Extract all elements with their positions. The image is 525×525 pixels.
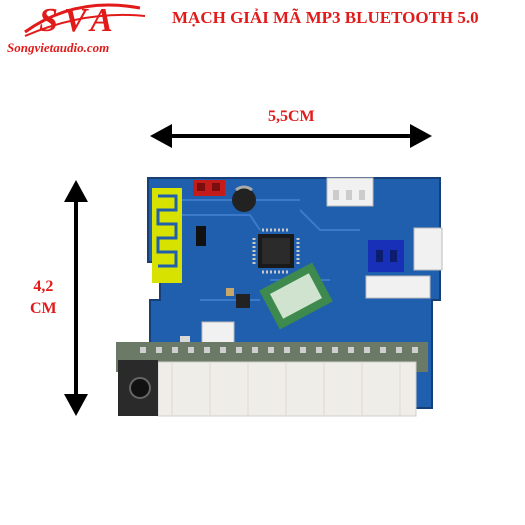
logo-text: SVA <box>39 2 119 39</box>
long-connector <box>365 275 431 299</box>
page-title: MẠCH GIẢI MÃ MP3 BLUETOOTH 5.0 <box>172 8 479 27</box>
pcb-board <box>116 177 443 417</box>
height-label: 4,2 CM <box>30 276 57 320</box>
main-chip <box>252 228 300 274</box>
logo-swoosh <box>24 3 146 37</box>
display-module <box>116 342 428 417</box>
blue-connector <box>368 240 404 272</box>
antenna-trace <box>152 188 182 283</box>
logo-url: Songvietaudio.com <box>7 40 110 55</box>
white-connector-right <box>413 227 443 271</box>
logo: SVA Songvietaudio.com <box>5 2 155 60</box>
height-arrow <box>64 180 88 416</box>
green-module <box>259 262 333 330</box>
capacitor <box>232 188 256 212</box>
width-arrow <box>150 124 432 148</box>
width-label: 5,5CM <box>268 108 315 125</box>
height-value: 4,2 <box>33 278 54 295</box>
audio-jack <box>118 360 158 416</box>
height-unit: CM <box>30 300 57 317</box>
